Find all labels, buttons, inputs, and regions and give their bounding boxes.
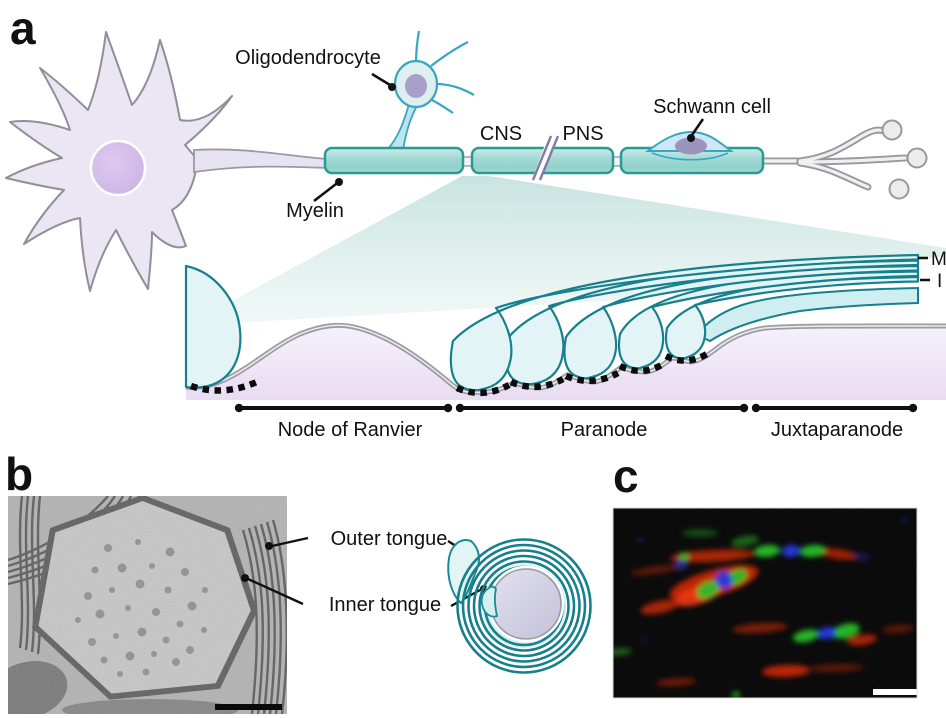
node-detail-view: M I Node of Ranvier Paranode Juxtaparano… bbox=[184, 249, 946, 441]
schwann-pointer-dot bbox=[687, 134, 695, 142]
node-of-ranvier-label: Node of Ranvier bbox=[278, 419, 423, 441]
cns-label: CNS bbox=[480, 123, 522, 145]
callouts: Oligodendrocyte Myelin CNS PNS Schwann c… bbox=[235, 47, 771, 222]
oligodendrocyte-process bbox=[384, 102, 419, 151]
fluorescence-scale-bar bbox=[873, 689, 917, 695]
zoom-cone bbox=[186, 176, 946, 326]
spiral-rings bbox=[456, 538, 592, 674]
oligodendrocyte bbox=[384, 30, 475, 151]
em-micrograph bbox=[8, 496, 287, 714]
paranodal-loop bbox=[563, 264, 920, 380]
myelin-pointer-dot bbox=[335, 178, 343, 186]
panel-a-letter: a bbox=[10, 2, 36, 54]
inner-tongue-abbr-label: I bbox=[937, 271, 942, 292]
paranodal-loop bbox=[449, 253, 920, 392]
em-scale-bar bbox=[215, 704, 282, 710]
terminal-bulb bbox=[906, 147, 928, 169]
myelin-abbr-label: M bbox=[931, 249, 946, 270]
septate-junction-dashes bbox=[189, 349, 712, 396]
juxtaparanode-label: Juxtaparanode bbox=[771, 419, 903, 441]
oligodendrocyte-nucleus bbox=[405, 74, 427, 98]
em-noise bbox=[8, 496, 287, 714]
schwann-cell-label: Schwann cell bbox=[653, 96, 771, 118]
oligodendrocyte-label: Oligodendrocyte bbox=[235, 47, 381, 69]
panel-b-letter: b bbox=[5, 448, 33, 500]
terminal-bulb bbox=[888, 178, 910, 200]
layer-annotations: M I bbox=[918, 249, 946, 292]
panel-a: a bbox=[5, 2, 946, 441]
fluor-noise bbox=[613, 508, 917, 698]
paranodal-loop bbox=[504, 259, 920, 386]
outer-tongue-label: Outer tongue bbox=[331, 528, 448, 550]
schwann-cell-nucleus bbox=[675, 137, 707, 155]
panel-b-c: b c bbox=[5, 448, 918, 714]
inner-tongue-em-dot bbox=[241, 574, 249, 582]
outer-tongue-em-dot bbox=[265, 542, 273, 550]
axon-terminals bbox=[796, 119, 928, 200]
myelin-label: Myelin bbox=[286, 200, 344, 222]
axon-axoplasm bbox=[186, 325, 946, 400]
tongue-callouts: Outer tongue Inner tongue bbox=[241, 528, 488, 616]
partial-loop bbox=[184, 264, 242, 389]
neuron bbox=[5, 31, 928, 292]
panel-c-letter: c bbox=[613, 450, 639, 502]
paranode-label: Paranode bbox=[561, 419, 648, 441]
spiral-axon bbox=[490, 568, 562, 640]
oligodendrocyte-pointer-dot bbox=[388, 83, 396, 91]
myelin-spiral-schematic bbox=[447, 538, 592, 674]
terminal-bulb bbox=[881, 119, 903, 141]
fluorescence-border bbox=[612, 507, 918, 699]
region-scale-lines bbox=[234, 403, 918, 413]
paranodal-loops bbox=[184, 253, 920, 392]
cns-pns-break bbox=[531, 134, 560, 182]
outer-tongue-shape bbox=[447, 539, 480, 605]
inner-tongue-label: Inner tongue bbox=[329, 594, 441, 616]
paranodal-loop bbox=[664, 275, 920, 360]
oligodendrocyte-branches bbox=[414, 30, 475, 114]
axon-initial-segment bbox=[193, 148, 329, 174]
paranodal-loop bbox=[617, 270, 920, 370]
neuron-nucleus bbox=[89, 139, 147, 197]
myelin-segment bbox=[323, 146, 465, 175]
inner-tongue-shape bbox=[480, 585, 499, 618]
pns-label: PNS bbox=[562, 123, 603, 145]
fluorescence-micrograph bbox=[613, 508, 917, 698]
